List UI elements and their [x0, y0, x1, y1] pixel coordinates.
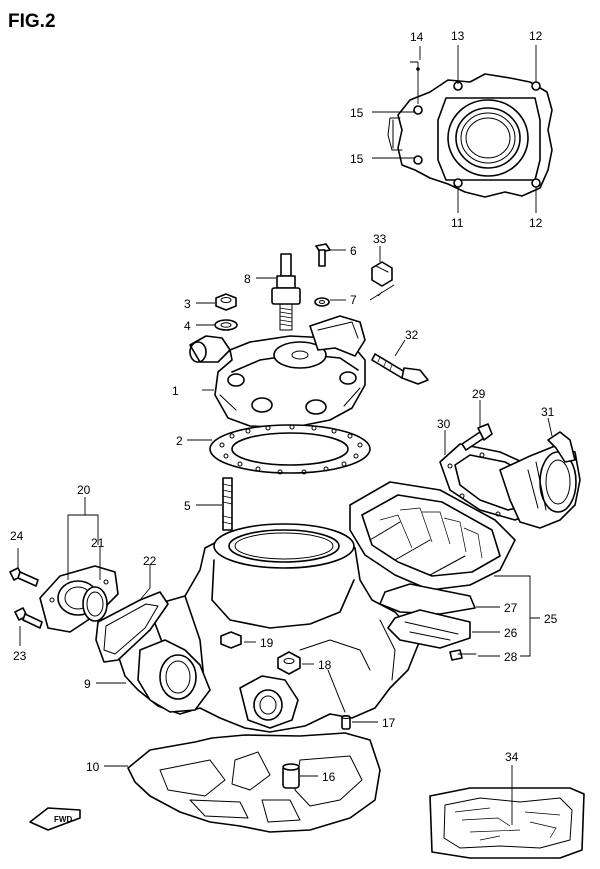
cylinder — [117, 523, 421, 733]
callout-28: 28 — [504, 650, 518, 664]
callout-20: 20 — [77, 483, 91, 497]
callout-6: 6 — [350, 244, 357, 258]
head-gasket — [209, 424, 371, 475]
callout-30: 30 — [437, 417, 451, 431]
reed-valve-assembly — [349, 481, 516, 661]
callout-33: 33 — [373, 232, 387, 246]
callout-5: 5 — [184, 499, 191, 513]
intake-bolt — [461, 423, 493, 451]
callout-15-lower: 15 — [350, 152, 364, 166]
cover-bolt-upper — [9, 567, 39, 587]
cover-bolt-lower — [14, 607, 43, 629]
callout-29: 29 — [472, 387, 486, 401]
callout-22: 22 — [143, 554, 157, 568]
nut — [215, 293, 237, 311]
callout-23: 23 — [13, 649, 27, 663]
gasket-set-bag — [429, 787, 585, 859]
callout-9: 9 — [84, 677, 91, 691]
bolt-small — [315, 243, 331, 267]
o-ring — [82, 586, 108, 622]
callout-24: 24 — [10, 529, 24, 543]
callout-numbers: 14 13 12 15 15 11 12 33 8 6 3 7 4 32 1 2… — [10, 29, 558, 784]
cylinder-base-gasket — [127, 732, 381, 833]
washer — [214, 319, 238, 331]
cylinder-head — [189, 315, 366, 429]
callout-32: 32 — [405, 328, 419, 342]
figure-title: FIG.2 — [8, 11, 56, 32]
dowel-sleeve — [282, 763, 300, 789]
callout-10: 10 — [86, 760, 100, 774]
callout-8: 8 — [244, 272, 251, 286]
exhaust-valve-cover — [39, 565, 119, 633]
cylinder-bolt — [220, 631, 242, 649]
cap-nut — [371, 261, 393, 287]
forward-arrow-icon: FWD — [29, 807, 81, 831]
cylinder-nut — [277, 651, 301, 675]
callout-3: 3 — [184, 297, 191, 311]
callout-12-bottom: 12 — [529, 216, 543, 230]
intake-pipe — [499, 431, 581, 529]
sealing-washer — [314, 297, 330, 307]
callout-1: 1 — [172, 384, 179, 398]
callout-19: 19 — [260, 636, 274, 650]
callout-18: 18 — [318, 658, 332, 672]
callout-27: 27 — [504, 601, 518, 615]
callout-13: 13 — [451, 29, 465, 43]
callout-26: 26 — [504, 626, 518, 640]
cylinder-head-top-view — [387, 61, 553, 198]
callout-15-upper: 15 — [350, 106, 364, 120]
forward-label: FWD — [54, 815, 72, 824]
leader-lines — [17, 45, 553, 825]
callout-16: 16 — [322, 770, 336, 784]
callout-2: 2 — [176, 434, 183, 448]
long-bolt — [371, 353, 429, 385]
callout-31: 31 — [541, 405, 555, 419]
stud-bolt — [222, 477, 233, 531]
callout-12-top: 12 — [529, 29, 543, 43]
callout-7: 7 — [350, 293, 357, 307]
callout-14: 14 — [410, 30, 424, 44]
dowel-pin — [341, 715, 351, 730]
callout-25: 25 — [544, 612, 558, 626]
callout-11: 11 — [451, 216, 464, 230]
callout-34: 34 — [505, 750, 519, 764]
callout-17: 17 — [382, 716, 396, 730]
callout-4: 4 — [184, 319, 191, 333]
spark-plug — [271, 253, 301, 331]
cover-gasket — [95, 591, 169, 663]
callout-21: 21 — [91, 536, 105, 550]
